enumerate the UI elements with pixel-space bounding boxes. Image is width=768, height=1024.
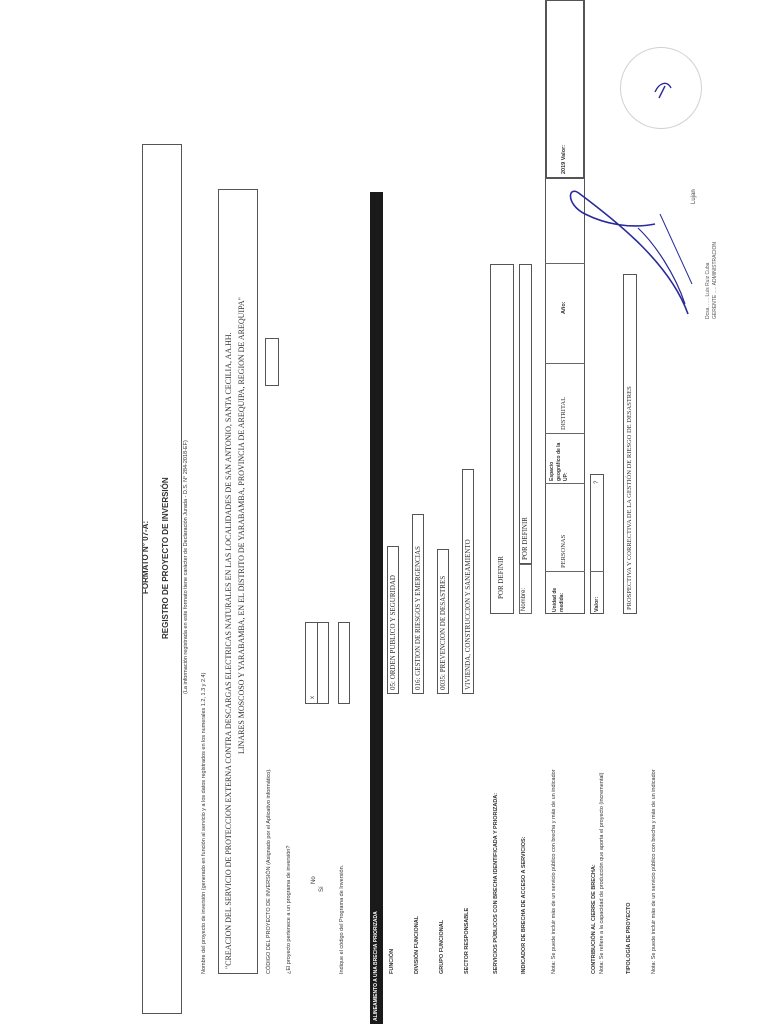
final-note: Nota: Se puede incluir más de un servici… bbox=[651, 769, 657, 974]
unidad-value: PERSONAS bbox=[560, 534, 567, 568]
measure-divider-1 bbox=[545, 571, 585, 572]
grupo-value: 0035: PREVENCION DE DESASTRES bbox=[439, 575, 447, 690]
division-value: 016: GESTION DE RIESGOS Y EMERGENCIAS bbox=[414, 546, 422, 690]
investment-code-field[interactable] bbox=[265, 338, 279, 386]
valor-right-box bbox=[545, 0, 585, 179]
grupo-label: GRUPO FUNCIONAL bbox=[439, 919, 445, 974]
project-name-label: Nombre del proyecto de inversión (genera… bbox=[201, 672, 207, 974]
measure-divider-4 bbox=[545, 363, 585, 364]
contribution-divider bbox=[590, 571, 604, 572]
division-label: DIVISIÓN FUNCIONAL bbox=[414, 915, 420, 974]
stamp-text: Dcsa. ..... Luis Ruiz Cuba GERENTE .....… bbox=[705, 242, 718, 319]
contribution-valor-label: Valor: bbox=[594, 596, 600, 612]
signature-scribble bbox=[560, 174, 700, 324]
program-checkbox-divider bbox=[317, 622, 318, 704]
round-stamp bbox=[620, 47, 702, 129]
measure-divider-2 bbox=[545, 483, 585, 484]
section-bar-label: ALINEAMIENTO A UNA BRECHA PRIORIZADA bbox=[373, 911, 379, 1021]
declaration-note: (La información registrada en este forma… bbox=[183, 440, 189, 694]
indicator-label: INDICADOR DE BRECHA DE ACCESO A SERVICIO… bbox=[521, 836, 527, 974]
contribution-note: Nota: Se refiere a la capacidad de produ… bbox=[599, 772, 605, 974]
services-label: SERVICIOS PÚBLICOS CON BRECHA IDENTIFICA… bbox=[493, 792, 499, 974]
section-bar bbox=[370, 192, 383, 1024]
funcion-label: FUNCIÓN bbox=[389, 948, 395, 974]
project-name-line-2: LINARES MOSCOSO Y YARABAMBA, EN EL DISTR… bbox=[237, 297, 246, 754]
unidad-label: Unidad de medida: bbox=[552, 587, 565, 612]
indicator-nombre-value: POR DEFINIR bbox=[521, 517, 529, 560]
option-no-label: No bbox=[311, 876, 317, 884]
sector-label: SECTOR RESPONSABLE bbox=[464, 907, 470, 974]
signature-annotation: Lujan bbox=[691, 189, 697, 204]
services-value: POR DEFINIR bbox=[497, 556, 505, 599]
contribution-label: CONTRIBUCIÓN AL CIERRE DE BRECHA: bbox=[591, 864, 597, 974]
form-title: REGISTRO DE PROYECTO DE INVERSIÓN bbox=[161, 477, 170, 639]
investment-code-label: CÓDIGO DEL PROYECTO DE INVERSIÓN (Asigna… bbox=[266, 768, 272, 974]
option-si-label: Sí bbox=[319, 886, 325, 892]
project-name-line-1: "CREACION DEL SERVICIO DE PROTECCION EXT… bbox=[224, 332, 233, 969]
indicator-nombre-label: Nombre: bbox=[519, 564, 532, 614]
funcion-value: 05: ORDEN PUBLICO Y SEGURIDAD bbox=[389, 575, 397, 690]
program-mark: x bbox=[310, 696, 316, 699]
sector-value: VIVIENDA, CONSTRUCCION Y SANEAMIENTO bbox=[464, 539, 472, 690]
espacio-value: DISTRITAL bbox=[560, 396, 567, 430]
program-code-field[interactable] bbox=[338, 622, 350, 704]
indicator-note: Nota: Se puede incluir más de un servici… bbox=[551, 769, 557, 974]
measure-divider-3 bbox=[545, 433, 585, 434]
espacio-label: Espacio geográfico de la UP: bbox=[549, 442, 569, 481]
program-question: ¿El proyecto pertenece a un programa de … bbox=[286, 845, 292, 974]
contribution-box bbox=[590, 474, 604, 614]
program-code-label: Indique el código del Programa de Invers… bbox=[339, 864, 345, 974]
contribution-value: ? bbox=[594, 480, 600, 484]
typology-value: PROSPECTIVA Y CORRECTIVA DE LA GESTIÓN D… bbox=[626, 386, 633, 610]
typology-label: TIPOLOGÍA DE PROYECTO bbox=[626, 902, 632, 974]
